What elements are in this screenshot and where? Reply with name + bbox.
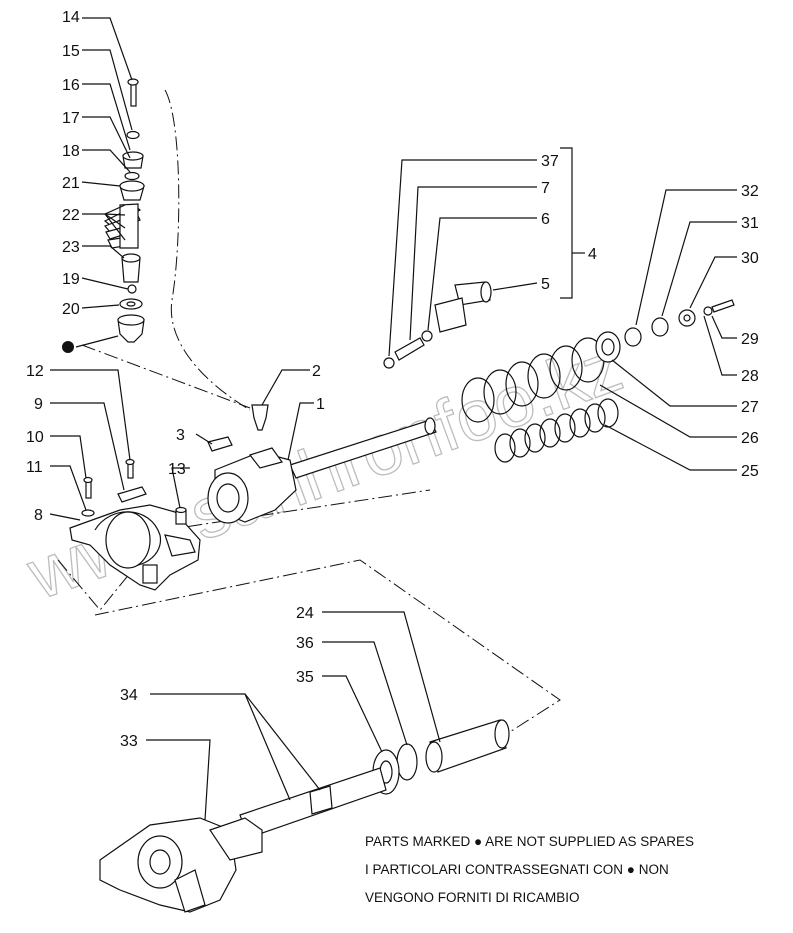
label-34: 34 [120, 687, 138, 704]
label-30: 30 [741, 250, 759, 267]
label-28: 28 [741, 368, 759, 385]
note-line-italian-2: VENGONO FORNITI DI RICAMBIO [365, 890, 580, 905]
label-17: 17 [62, 110, 80, 127]
label-15: 15 [62, 43, 80, 60]
label-10: 10 [26, 429, 44, 446]
label-22: 22 [62, 207, 80, 224]
springs-parts [461, 299, 735, 463]
label-36: 36 [296, 635, 314, 652]
note-line-english: PARTS MARKED ● ARE NOT SUPPLIED AS SPARE… [365, 834, 694, 849]
label-11: 11 [26, 459, 43, 476]
label-32: 32 [741, 183, 759, 200]
part-numbers: 14 15 16 17 18 21 22 23 19 20 12 9 10 11… [26, 9, 759, 750]
spares-note: PARTS MARKED ● ARE NOT SUPPLIED AS SPARE… [365, 834, 694, 905]
label-12: 12 [26, 363, 44, 380]
label-31: 31 [741, 215, 759, 232]
axis-lines [57, 89, 561, 736]
label-4: 4 [588, 246, 597, 263]
label-21: 21 [62, 175, 80, 192]
group-bracket [560, 147, 573, 299]
label-35: 35 [296, 669, 314, 686]
label-37: 37 [541, 153, 559, 170]
hardware-stack-parts [62, 78, 145, 353]
label-23: 23 [62, 239, 80, 256]
label-20: 20 [62, 301, 80, 318]
label-26: 26 [741, 430, 759, 447]
label-27: 27 [741, 399, 759, 416]
lower-shaft-parts [99, 719, 510, 913]
label-25: 25 [741, 463, 759, 480]
label-13: 13 [168, 461, 186, 478]
label-16: 16 [62, 77, 80, 94]
label-18: 18 [62, 143, 80, 160]
label-14: 14 [62, 9, 80, 26]
label-8: 8 [34, 507, 43, 524]
label-19: 19 [62, 271, 80, 288]
label-6: 6 [541, 211, 550, 228]
label-1: 1 [316, 396, 325, 413]
label-9: 9 [34, 396, 43, 413]
label-24: 24 [296, 605, 314, 622]
label-5: 5 [541, 276, 550, 293]
label-33: 33 [120, 733, 138, 750]
label-2: 2 [312, 363, 321, 380]
leader-lines [49, 17, 737, 821]
valve-subassembly-parts [383, 281, 492, 369]
label-3: 3 [176, 427, 185, 444]
label-29: 29 [741, 331, 759, 348]
note-line-italian-1: I PARTICOLARI CONTRASSEGNATI CON ● NON [365, 862, 669, 877]
clamp-assembly-parts [69, 458, 201, 591]
not-supplied-bullet [62, 341, 74, 353]
main-body-parts [207, 404, 437, 524]
label-7: 7 [541, 180, 550, 197]
